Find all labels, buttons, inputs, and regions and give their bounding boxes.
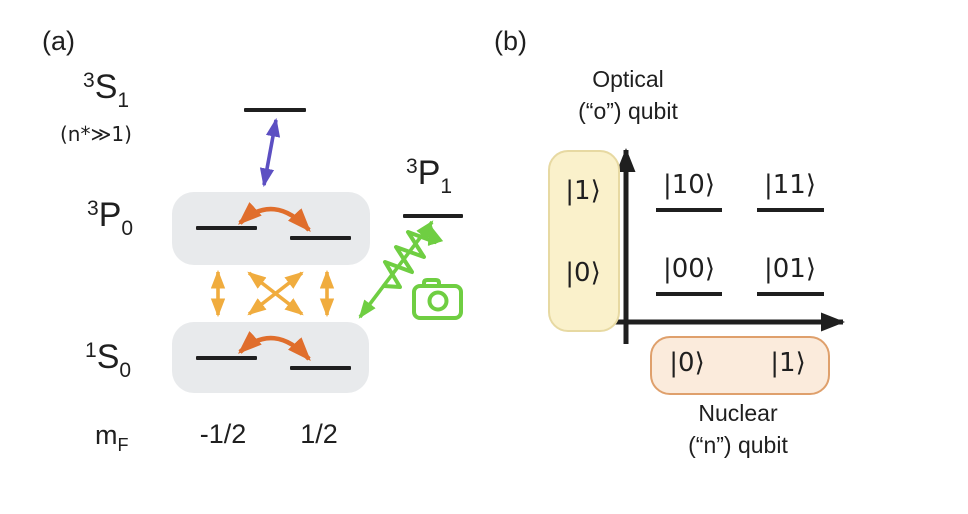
nuclear-axis-title-line1: Nuclear <box>698 400 778 426</box>
term-sup: 3 <box>87 197 99 220</box>
term-sub: 0 <box>119 359 132 382</box>
optical-state-1: |1⟩ <box>565 176 601 206</box>
term-sup: 3 <box>406 155 418 178</box>
level-label-3p0: 3P0 <box>87 196 133 240</box>
term-main: P <box>417 154 441 192</box>
rydberg-note: (n*≫1) <box>60 122 132 146</box>
clock-arrow-diagonal-up <box>247 271 304 316</box>
optical-axis-title-line1: Optical <box>592 66 664 92</box>
panel-a-label: (a) <box>42 26 75 56</box>
optical-states-box <box>548 150 620 332</box>
s0-level-plus <box>290 366 351 370</box>
mf-value-minus-half: -1/2 <box>199 419 247 449</box>
term-main: S <box>94 68 118 106</box>
p1-level-line <box>403 214 463 218</box>
term-sub: 1 <box>440 175 453 198</box>
grid-state-11: |11⟩ <box>764 170 816 200</box>
s0-spin-flip-arrow <box>237 330 311 362</box>
camera-icon <box>412 278 463 320</box>
p0-level-minus <box>196 226 257 230</box>
mf-axis-label: mF <box>95 420 129 455</box>
term-sub: 0 <box>121 217 134 240</box>
grid-state-01: |01⟩ <box>764 254 816 284</box>
nuclear-state-1: |1⟩ <box>770 348 806 378</box>
term-sub: 1 <box>117 89 130 112</box>
level-label-3p1: 3P1 <box>406 154 452 198</box>
s1-level-line <box>244 108 306 112</box>
nuclear-axis-title-line2: (“n”) qubit <box>688 432 788 458</box>
mf-value-plus-half: 1/2 <box>300 419 338 449</box>
optical-state-0: |0⟩ <box>565 258 601 288</box>
level-label-3s1: 3S1 <box>83 68 129 112</box>
nuclear-states-box <box>650 336 830 395</box>
term-sup: 3 <box>83 69 95 92</box>
panel-b-label: (b) <box>494 26 527 56</box>
s0-level-minus <box>196 356 257 360</box>
term-sup: 1 <box>85 339 97 362</box>
term-main: P <box>98 196 122 234</box>
grid-state-10-underline <box>656 208 722 212</box>
grid-state-00: |00⟩ <box>663 254 715 284</box>
p0-level-plus <box>290 236 351 240</box>
grid-state-10: |10⟩ <box>663 170 715 200</box>
p0-spin-flip-arrow <box>237 201 311 233</box>
rydberg-excitation-arrow <box>259 117 281 188</box>
level-label-1s0: 1S0 <box>85 338 131 382</box>
mf-sub: F <box>117 435 129 455</box>
grid-state-01-underline <box>757 292 824 296</box>
term-main: S <box>96 338 120 376</box>
mf-main: m <box>95 420 118 450</box>
optical-axis-title-line2: (“o”) qubit <box>578 98 678 124</box>
grid-state-00-underline <box>656 292 722 296</box>
grid-state-11-underline <box>757 208 824 212</box>
nuclear-state-0: |0⟩ <box>669 348 705 378</box>
photon-coil-arrow <box>382 223 444 289</box>
